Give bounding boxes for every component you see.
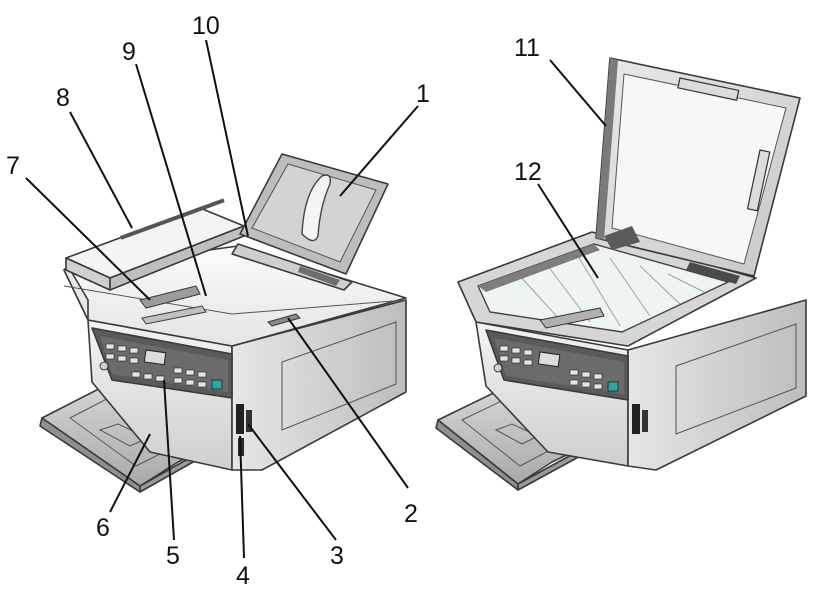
- callout-10: 10: [192, 12, 220, 40]
- callout-11: 11: [514, 34, 540, 62]
- leader-11: [549, 59, 607, 127]
- leader-7: [25, 177, 151, 301]
- leader-9: [135, 63, 207, 297]
- paper-exit-slot: [139, 285, 207, 325]
- printer-body-side: [231, 299, 407, 471]
- leader-4: [239, 435, 245, 559]
- callout-6: 6: [96, 514, 110, 542]
- control-panel: [91, 327, 233, 399]
- paper-guide: [267, 313, 301, 327]
- leader-12: [537, 183, 599, 279]
- leader-10: [205, 39, 249, 237]
- leader-1: [339, 105, 419, 197]
- callout-8: 8: [56, 84, 70, 112]
- leader-6: [109, 433, 151, 513]
- callout-12: 12: [514, 158, 542, 186]
- leader-2: [287, 317, 409, 489]
- callout-2: 2: [404, 500, 418, 528]
- leader-8: [69, 111, 133, 229]
- callout-3: 3: [330, 542, 344, 570]
- callout-1: 1: [416, 80, 430, 108]
- printer-left: [39, 153, 407, 493]
- callout-9: 9: [122, 38, 136, 66]
- leader-3: [247, 423, 337, 541]
- callout-7: 7: [6, 152, 20, 180]
- callout-labels: 1 2 3 4 5 6 7 8 9 10 11 12: [6, 12, 542, 589]
- callout-5: 5: [166, 542, 180, 570]
- leader-5: [163, 379, 175, 541]
- callout-4: 4: [236, 562, 250, 589]
- printer-right: [435, 57, 807, 491]
- leader-lines: [25, 39, 607, 559]
